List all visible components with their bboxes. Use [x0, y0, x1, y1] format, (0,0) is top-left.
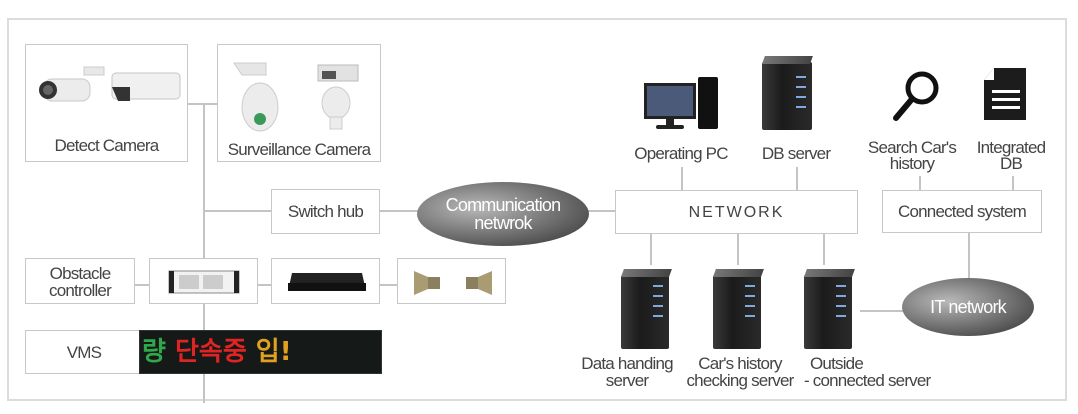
surveillance-camera-box[interactable]: Surveillance Camera [217, 44, 381, 162]
rack-controller-icon [168, 270, 240, 294]
connector-line [860, 310, 904, 312]
controller-unit-box[interactable] [149, 258, 258, 304]
data-handling-server-label-line2: server [605, 371, 649, 390]
connector-line [380, 210, 418, 212]
integrated-db-line1: Integrated [976, 138, 1046, 157]
connector-line [796, 167, 798, 191]
connector-line [737, 233, 739, 265]
amplifier-box[interactable] [271, 258, 380, 304]
server-tower-icon [762, 62, 812, 130]
cars-history-server-label-line2: checking server [686, 371, 794, 390]
document-icon [984, 68, 1026, 120]
it-network-node[interactable]: IT network [902, 278, 1034, 336]
cars-history-server-label-line1: Car's history [698, 354, 782, 373]
connector-line [823, 233, 825, 265]
connector-line [919, 176, 921, 192]
trunk-line [203, 103, 205, 403]
integrated-db-line2: DB [999, 154, 1023, 173]
horn-speaker-icon [414, 271, 492, 295]
speakers-box[interactable] [397, 258, 506, 304]
vms-display: 량 단속중 입! [139, 330, 382, 374]
desktop-pc-icon [644, 77, 718, 129]
vms-text-yellow: 입! [255, 337, 292, 367]
diagram-frame [7, 18, 1067, 401]
server-tower-icon [713, 275, 761, 349]
bullet-and-box-camera-icon [39, 66, 181, 102]
connected-system-box[interactable]: Connected system [882, 190, 1042, 233]
surveillance-camera-label: Surveillance Camera [227, 140, 371, 159]
connector-line [187, 103, 217, 105]
connector-line [650, 233, 652, 265]
connector-line [256, 284, 272, 286]
connector-line [588, 210, 616, 212]
db-server-label: DB server [761, 144, 831, 163]
obstacle-controller-box[interactable]: Obstacle controller [25, 258, 135, 304]
outside-server-label-line1: Outside [810, 354, 864, 373]
connector-line [1012, 176, 1014, 192]
data-handling-server-label-line1: Data handing [581, 354, 673, 373]
obstacle-controller-label-line1: Obstacle [49, 264, 111, 283]
vms-box[interactable]: VMS [25, 330, 143, 374]
communication-network-line1: Communication [445, 195, 561, 215]
search-cars-history-line1: Search Car's [867, 138, 957, 157]
vms-text-green: 량 [142, 337, 166, 367]
connector-line [134, 284, 150, 286]
switch-hub-label: Switch hub [287, 202, 364, 221]
network-box[interactable]: NETWORK [615, 190, 858, 234]
switch-hub-box[interactable]: Switch hub [271, 189, 380, 234]
network-label: NETWORK [688, 204, 785, 221]
connector-line [203, 210, 271, 212]
operating-pc-label: Operating PC [634, 144, 728, 163]
obstacle-controller-label-line2: controller [49, 281, 112, 300]
amplifier-icon [288, 273, 366, 291]
vms-text-red: 단속중 [165, 337, 256, 367]
outside-server-label-line2: - connected server [804, 371, 931, 390]
it-network-label: IT network [930, 297, 1007, 317]
communication-network-node[interactable]: Communication netwrok [417, 182, 589, 246]
detect-camera-label: Detect Camera [54, 136, 160, 155]
connector-line [681, 167, 683, 191]
connector-line [968, 232, 970, 280]
server-tower-icon [621, 275, 669, 349]
server-tower-icon [804, 275, 852, 349]
vms-label: VMS [66, 343, 102, 362]
communication-network-line2: netwrok [474, 213, 532, 233]
magnifier-icon [893, 71, 939, 121]
ptz-dome-camera-icon [233, 62, 359, 132]
search-cars-history-line2: history [889, 154, 935, 173]
connected-system-label: Connected system [898, 202, 1027, 221]
detect-camera-box[interactable]: Detect Camera [25, 44, 188, 162]
connector-line [380, 284, 398, 286]
